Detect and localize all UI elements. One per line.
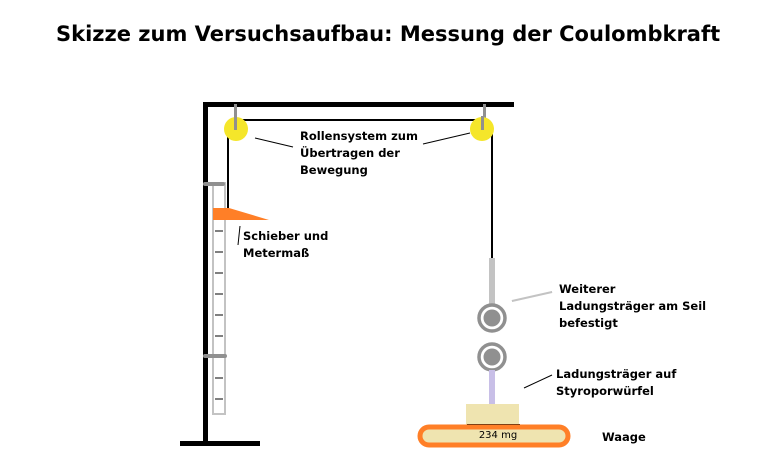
page-title: Skizze zum Versuchsaufbau: Messung der C… xyxy=(56,22,721,46)
lower-charge-carrier xyxy=(477,342,507,372)
scale xyxy=(417,424,571,448)
meter-stick-clamp-top xyxy=(203,182,225,186)
frame-top-beam xyxy=(203,102,514,107)
styrofoam-cube xyxy=(466,404,519,425)
string xyxy=(227,119,495,304)
meter-stick xyxy=(203,182,227,415)
slider-meter-stick-label: Schieber und Metermaß xyxy=(243,229,329,260)
frame-base xyxy=(180,441,260,446)
upper-charge-carrier-label: Weiterer Ladungsträger am Seil befestigt xyxy=(559,282,707,330)
scale-label: Waage xyxy=(602,430,646,444)
frame-post xyxy=(203,102,208,446)
upper-charge-carrier xyxy=(477,303,507,333)
right-pulley-axle xyxy=(483,104,486,130)
insulating-rod xyxy=(489,370,495,404)
stand-frame xyxy=(180,102,514,446)
scale-reading: 234 mg xyxy=(478,430,518,441)
meter-stick-clamp-bottom xyxy=(203,354,227,358)
pulley-system-label: Rollensystem zum Übertragen der Bewegung xyxy=(300,129,418,177)
slider xyxy=(213,208,269,220)
lower-charge-carrier-label: Ladungsträger auf Styroporwürfel xyxy=(556,367,677,398)
